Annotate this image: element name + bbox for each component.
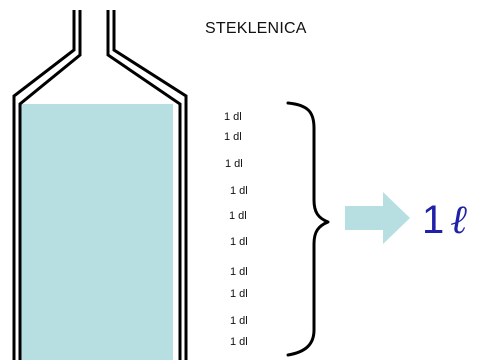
measure-label: 1 dl: [225, 158, 243, 170]
measure-label: 1 dl: [229, 210, 247, 222]
measure-label: 1 dl: [230, 236, 248, 248]
curly-brace-icon: [286, 101, 330, 357]
measure-label: 1 dl: [230, 315, 248, 327]
measure-label: 1 dl: [230, 266, 248, 278]
total-volume-value: 1: [422, 198, 445, 242]
right-arrow-icon: [345, 192, 410, 244]
liquid-fill: [20, 104, 173, 360]
measure-label: 1 dl: [224, 111, 242, 123]
measure-label: 1 dl: [230, 336, 248, 348]
page-title: STEKLENICA: [205, 20, 307, 37]
measure-label: 1 dl: [230, 185, 248, 197]
measure-label: 1 dl: [230, 288, 248, 300]
liter-unit: ℓ: [450, 197, 467, 243]
measure-label: 1 dl: [224, 131, 242, 143]
bottle-icon: [12, 10, 188, 360]
